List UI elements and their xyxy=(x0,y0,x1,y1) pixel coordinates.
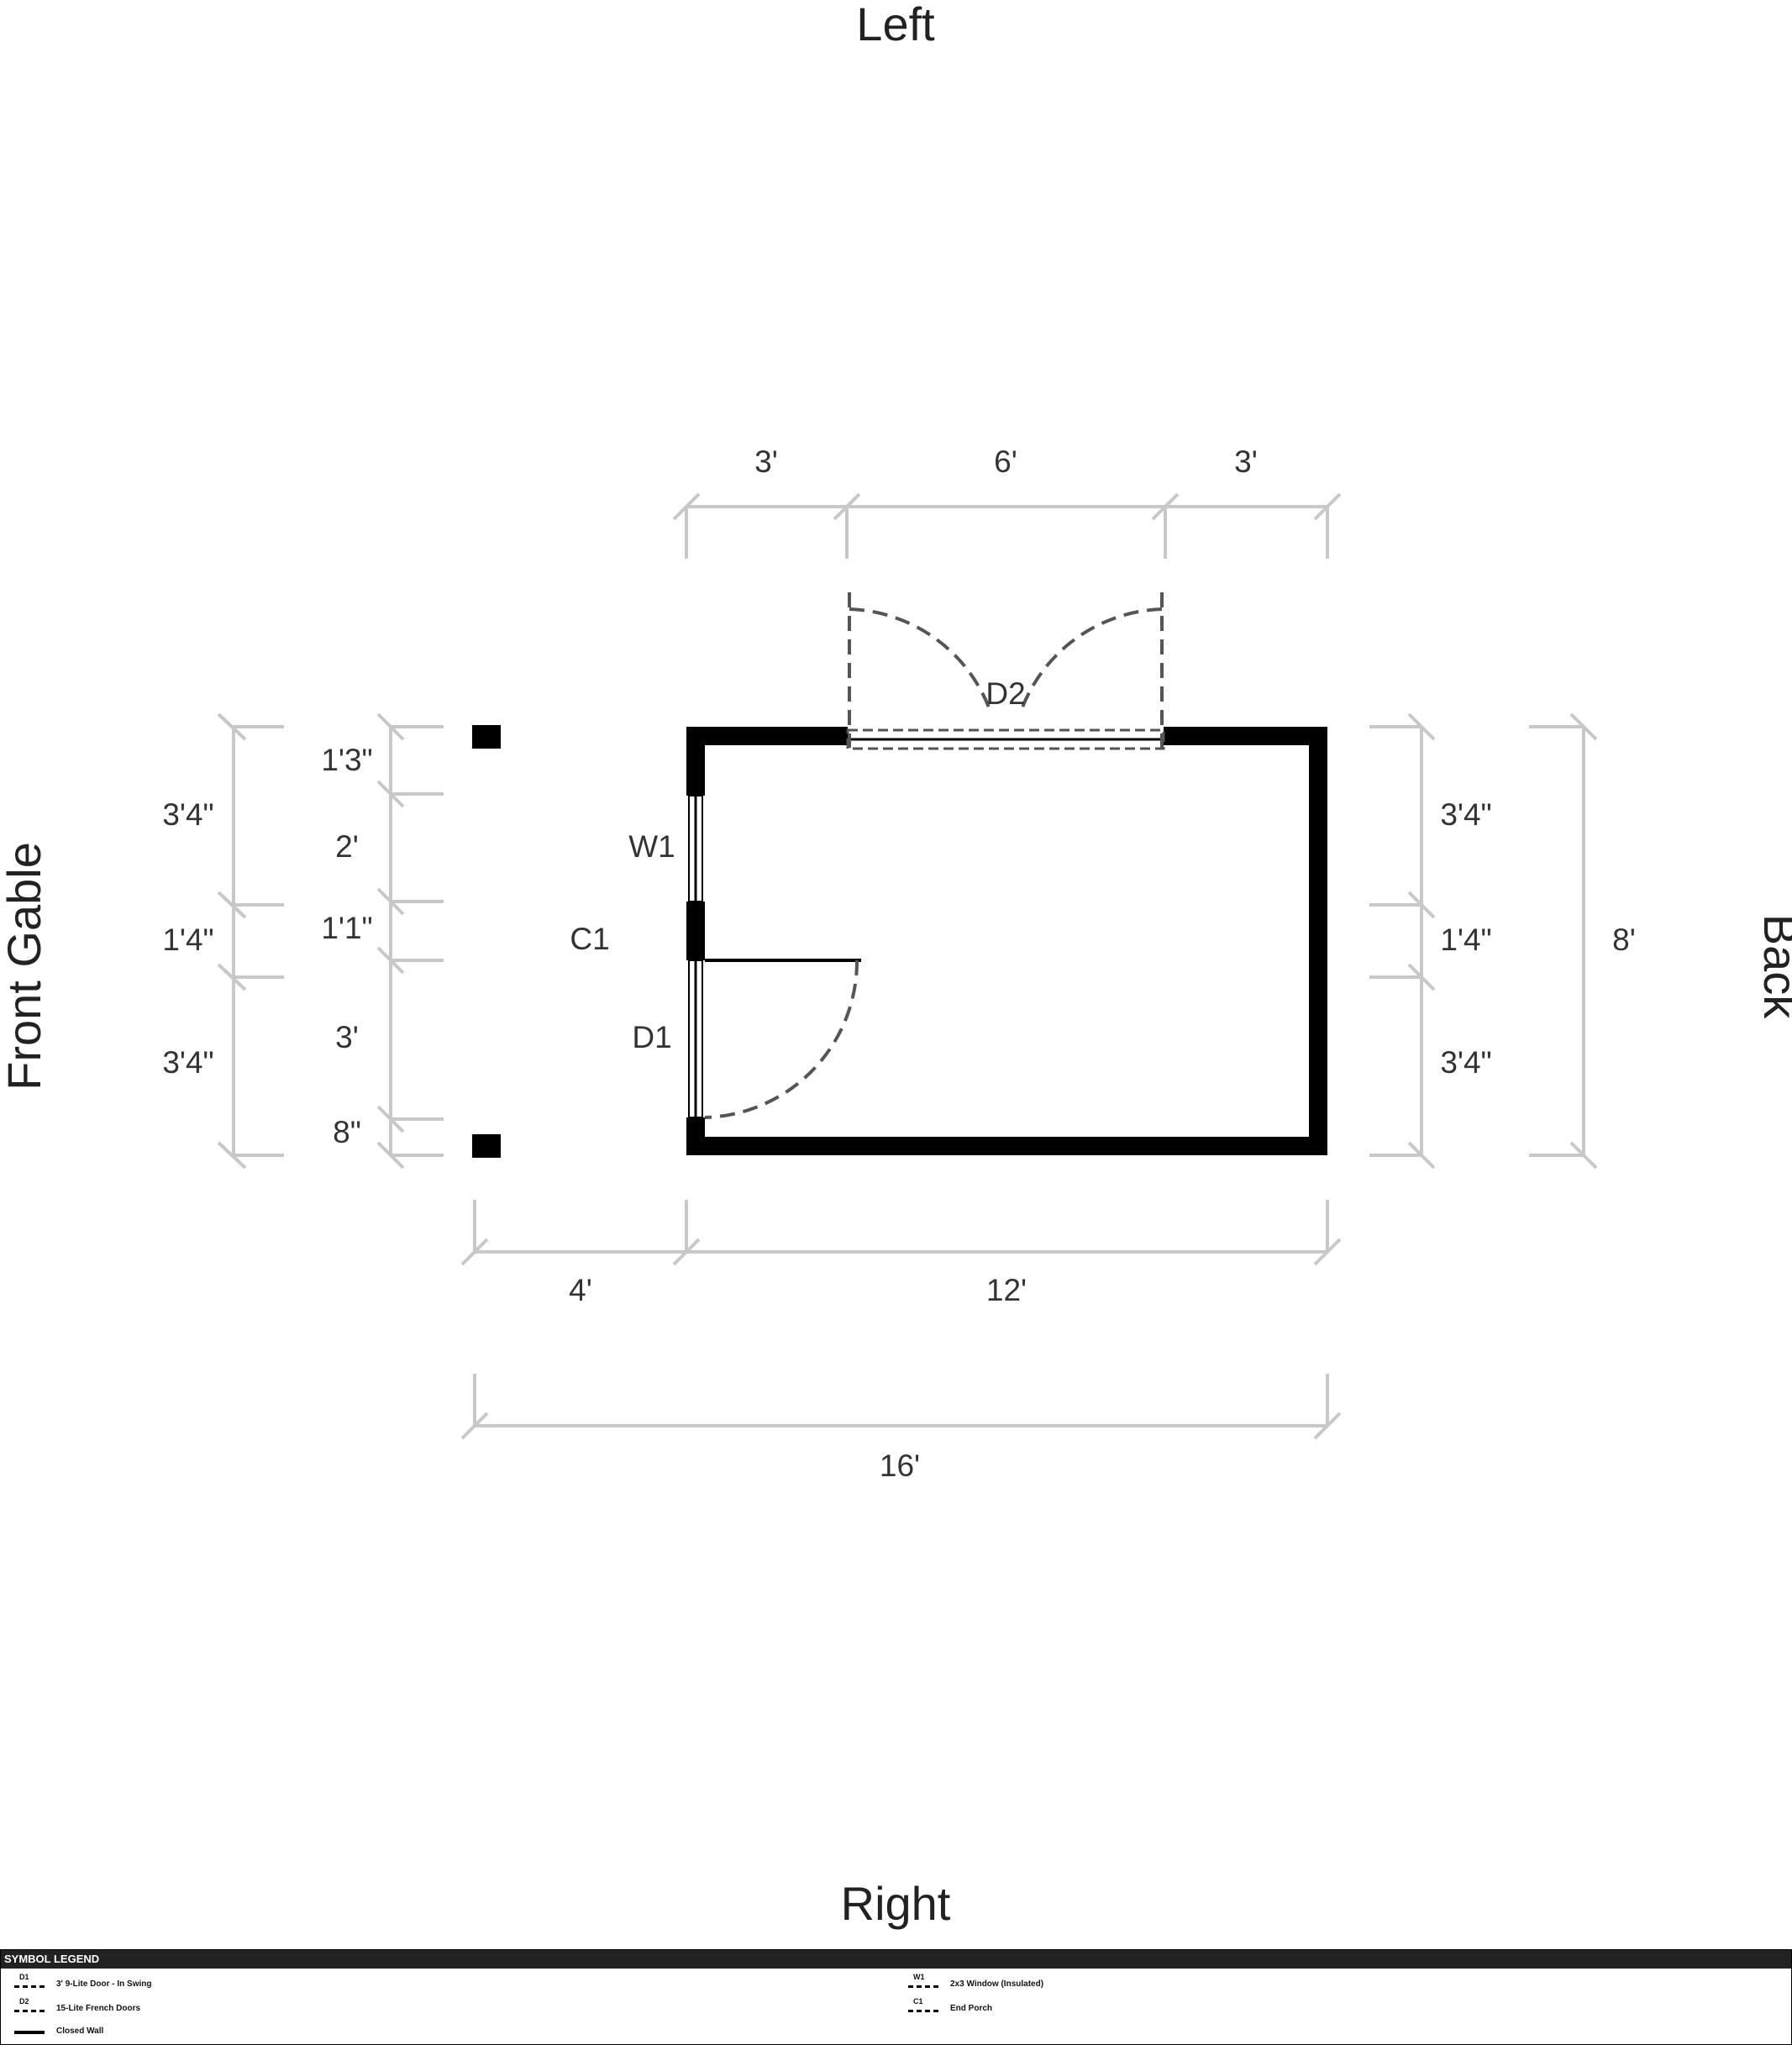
tag-d1: D1 xyxy=(632,1020,671,1054)
tag-w1: W1 xyxy=(628,829,675,864)
dim-right-inner-1: 3'4" xyxy=(1440,797,1491,832)
side-label-back: Back xyxy=(1754,914,1792,1019)
door-symbol-icon: D1 xyxy=(11,1973,48,1994)
legend-title: SYMBOL LEGEND xyxy=(1,1950,1791,1969)
bottom-segment-dimension: 4' 12' xyxy=(460,1200,1342,1307)
left-outer-dimension: 3'4" 1'4" 3'4" xyxy=(162,712,284,1170)
dim-bottom-2: 12' xyxy=(986,1273,1027,1307)
door-d1 xyxy=(688,959,861,1119)
porch-post-bottom xyxy=(472,1134,501,1158)
legend-label: End Porch xyxy=(950,2003,993,2013)
door-d2 xyxy=(846,592,1165,750)
dim-bottom-total: 16' xyxy=(880,1448,920,1483)
window-symbol-icon: W1 xyxy=(905,1973,942,1994)
dim-left-inner-3: 1'1" xyxy=(321,911,372,945)
building-walls xyxy=(686,727,1327,1155)
tag-d2: D2 xyxy=(985,676,1025,711)
dim-left-outer-3: 3'4" xyxy=(162,1045,213,1080)
dim-left-outer-1: 3'4" xyxy=(162,797,213,832)
symbol-legend: SYMBOL LEGEND D1 3' 9-Lite Door - In Swi… xyxy=(0,1949,1792,2045)
dim-left-outer-2: 1'4" xyxy=(162,923,213,957)
side-label-front-gable: Front Gable xyxy=(0,842,50,1091)
legend-code: D2 xyxy=(19,1997,29,2006)
left-inner-dimension: 1'3" 2' 1'1" 3' 8" xyxy=(321,712,444,1170)
legend-code: W1 xyxy=(913,1973,925,1981)
dim-left-inner-5: 8" xyxy=(333,1115,361,1149)
dim-left-inner-4: 3' xyxy=(335,1020,359,1054)
legend-item-c1: C1 End Porch xyxy=(905,1996,992,2020)
porch-symbol-icon: C1 xyxy=(905,1997,942,2018)
dim-bottom-1: 4' xyxy=(569,1273,592,1307)
legend-code: D1 xyxy=(19,1973,29,1981)
bottom-total-dimension: 16' xyxy=(460,1374,1342,1483)
tag-c1: C1 xyxy=(570,922,609,956)
top-dimension: 3' 6' 3' xyxy=(672,444,1342,559)
dim-top-2: 6' xyxy=(994,444,1017,479)
legend-label: 15-Lite French Doors xyxy=(56,2003,141,2013)
side-label-right: Right xyxy=(841,1877,951,1930)
closed-wall-symbol-icon xyxy=(11,2021,48,2041)
dim-left-inner-2: 2' xyxy=(335,829,359,864)
porch-post-top xyxy=(472,725,501,749)
french-door-symbol-icon: D2 xyxy=(11,1997,48,2018)
dim-right-inner-3: 3'4" xyxy=(1440,1045,1491,1080)
legend-label: Closed Wall xyxy=(56,2026,104,2036)
right-inner-dimension: 3'4" 1'4" 3'4" xyxy=(1369,712,1492,1170)
window-w1 xyxy=(688,795,703,902)
dim-top-3: 3' xyxy=(1234,444,1258,479)
dim-right-inner-2: 1'4" xyxy=(1440,923,1491,957)
legend-item-closed-wall: Closed Wall xyxy=(11,2019,103,2042)
floor-plan: Left Right Front Gable Back 3' 6' 3' 3'4… xyxy=(0,0,1792,1930)
dim-top-1: 3' xyxy=(754,444,778,479)
dim-left-inner-1: 1'3" xyxy=(321,743,372,777)
legend-label: 3' 9-Lite Door - In Swing xyxy=(56,1979,152,1989)
legend-item-d1: D1 3' 9-Lite Door - In Swing xyxy=(11,1972,152,1995)
dim-right-outer: 8' xyxy=(1612,923,1636,957)
legend-item-w1: W1 2x3 Window (Insulated) xyxy=(905,1972,1043,1995)
right-outer-dimension: 8' xyxy=(1529,712,1636,1170)
legend-label: 2x3 Window (Insulated) xyxy=(950,1979,1044,1989)
legend-code: C1 xyxy=(913,1997,923,2006)
legend-item-d2: D2 15-Lite French Doors xyxy=(11,1996,140,2020)
side-label-left: Left xyxy=(856,0,935,50)
